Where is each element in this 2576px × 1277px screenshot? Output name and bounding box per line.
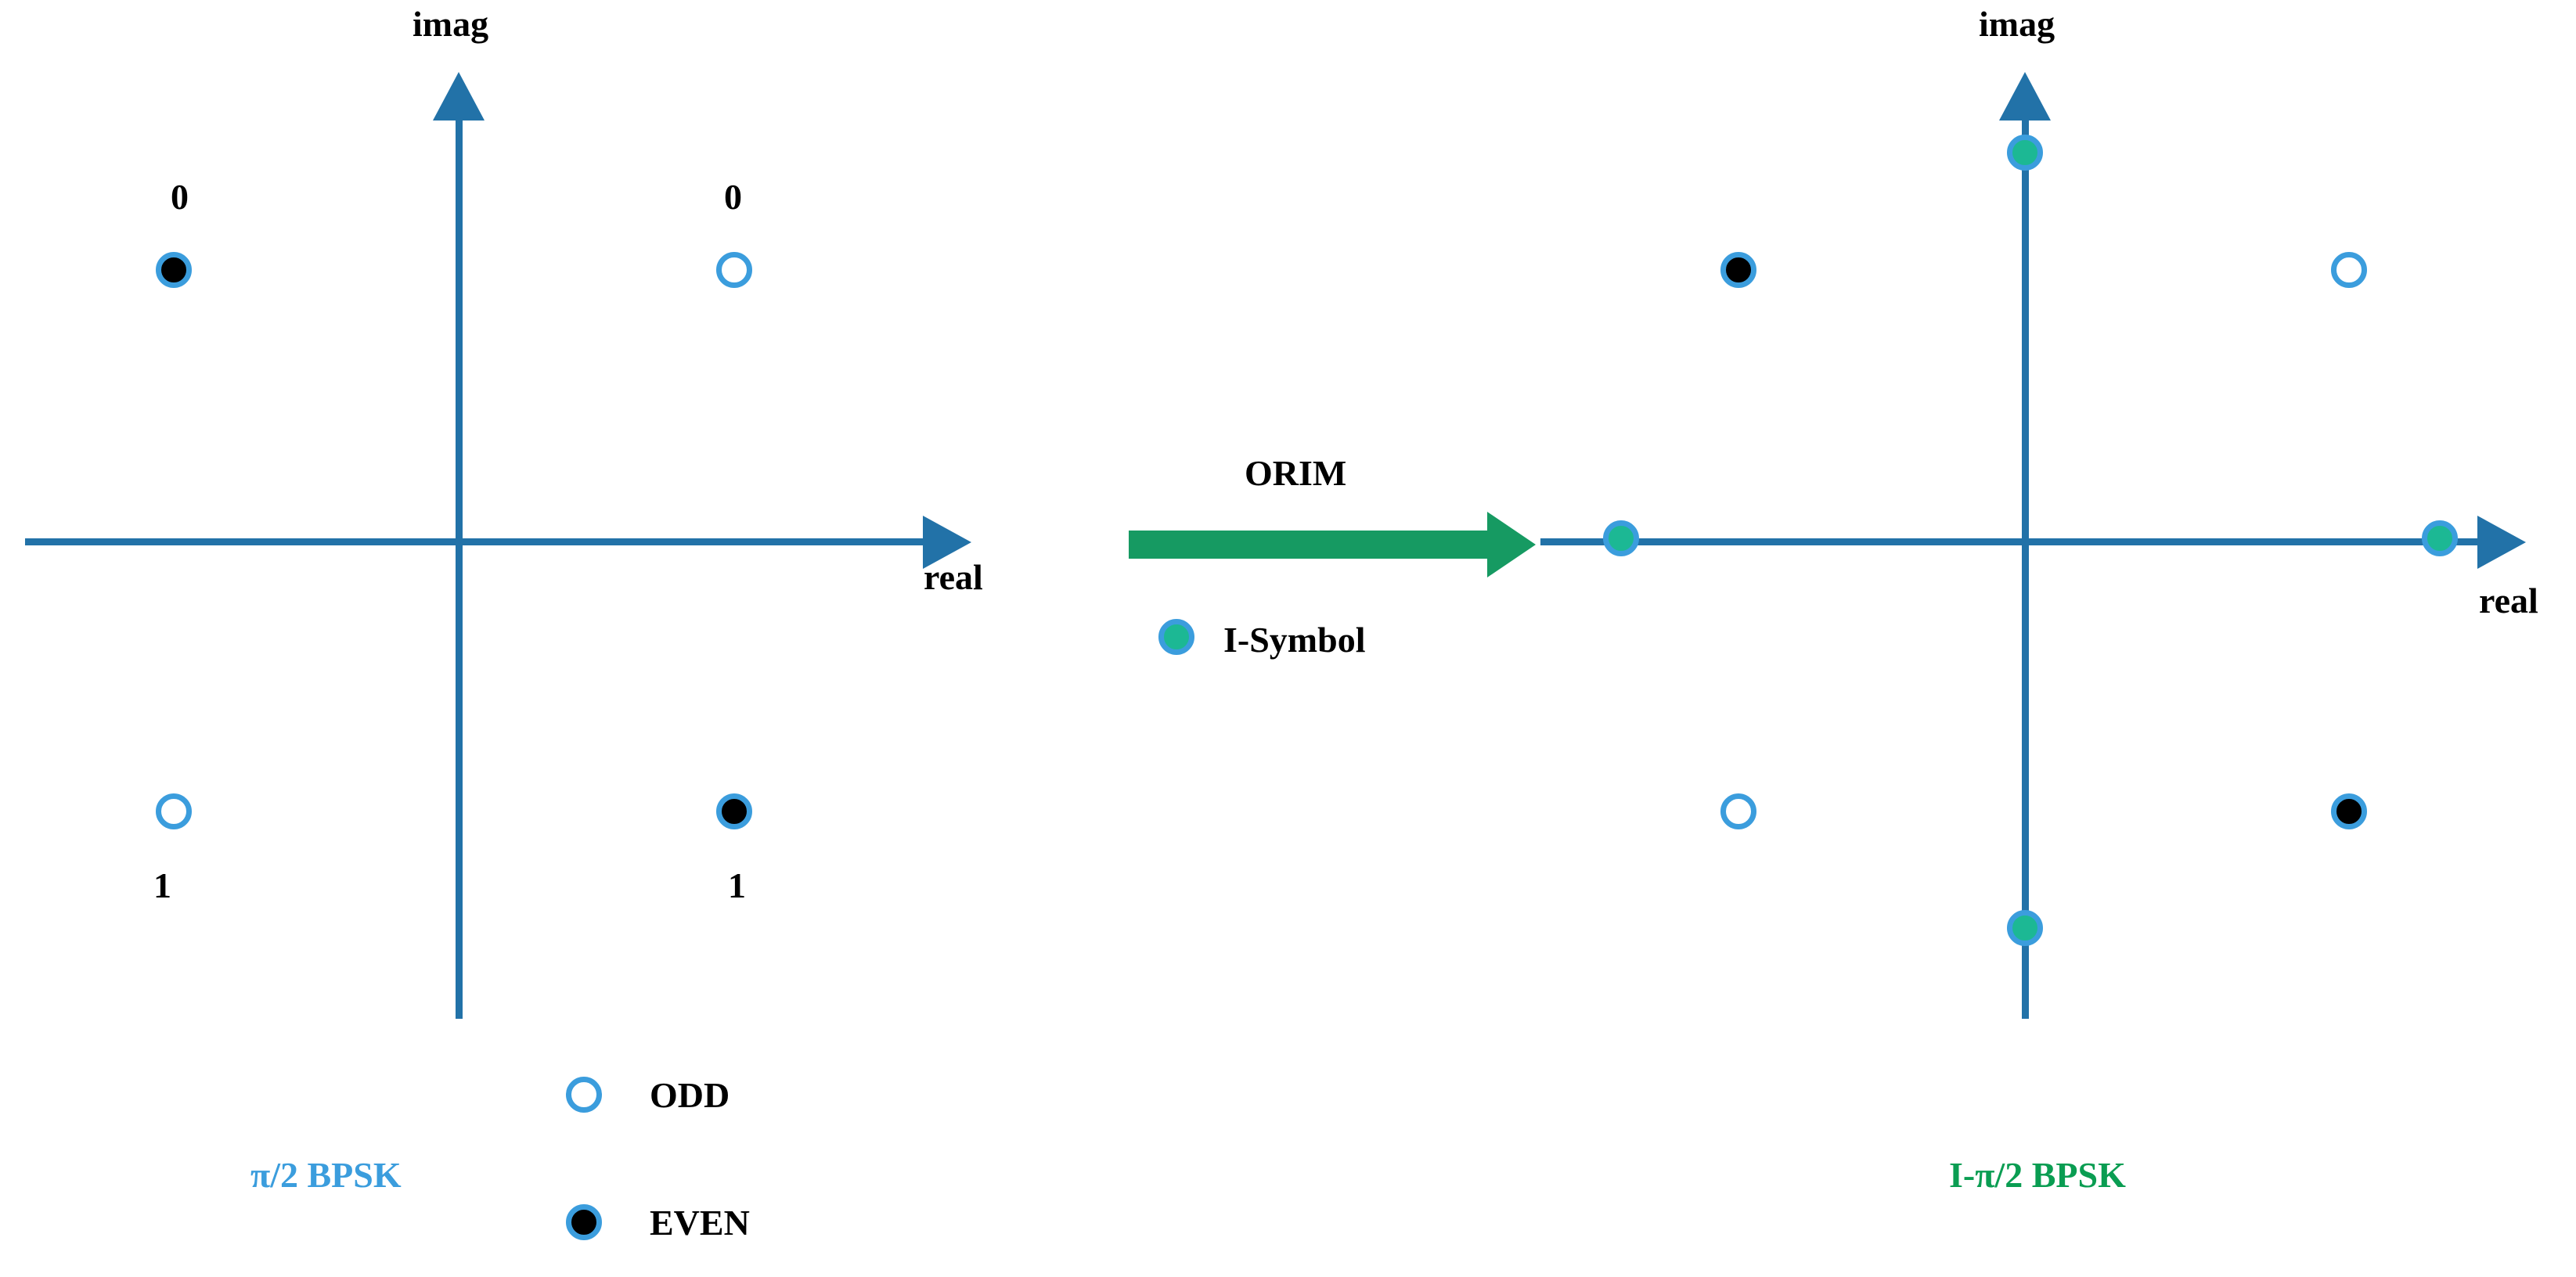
left-imag-axis-arrowhead — [433, 72, 485, 121]
left-real-axis-line — [25, 538, 937, 545]
orim-label: ORIM — [1245, 453, 1347, 493]
left-point-odd-lower-left — [156, 793, 192, 829]
right-point-isymbol-real-negative — [1603, 520, 1639, 556]
isymbol-legend-label: I-Symbol — [1223, 620, 1366, 660]
right-point-isymbol-real-positive — [2422, 520, 2458, 556]
legend-label-even: EVEN — [650, 1203, 750, 1243]
left-real-axis-arrowhead — [923, 516, 971, 569]
left-point-odd-upper-right — [716, 252, 752, 288]
left-bit-label-upper-right: 0 — [724, 177, 742, 217]
right-point-odd-upper-right — [2331, 252, 2367, 288]
orim-arrow-head-icon — [1487, 512, 1536, 577]
right-imag-axis-arrowhead — [1999, 72, 2051, 121]
right-real-axis-line — [1540, 538, 2491, 545]
left-imag-axis-label: imag — [413, 4, 489, 44]
right-real-axis-arrowhead — [2477, 516, 2526, 569]
left-point-even-lower-right — [716, 793, 752, 829]
right-point-odd-lower-left — [1720, 793, 1756, 829]
left-bit-label-upper-left: 0 — [171, 177, 189, 217]
right-panel-caption: I-π/2 BPSK — [1949, 1155, 2126, 1195]
right-point-even-upper-left — [1720, 252, 1756, 288]
left-bit-label-lower-right: 1 — [728, 865, 746, 905]
right-real-axis-label: real — [2479, 581, 2538, 621]
left-real-axis-label: real — [924, 557, 983, 597]
right-point-isymbol-imag-positive — [2007, 135, 2043, 171]
left-point-even-upper-left — [156, 252, 192, 288]
left-panel-caption: π/2 BPSK — [250, 1155, 402, 1195]
legend-marker-even — [566, 1204, 602, 1240]
isymbol-legend-marker — [1158, 619, 1194, 655]
left-bit-label-lower-left: 1 — [153, 865, 171, 905]
right-imag-axis-line — [2022, 119, 2029, 1019]
right-point-isymbol-imag-negative — [2007, 910, 2043, 946]
right-point-even-lower-right — [2331, 793, 2367, 829]
legend-marker-odd — [566, 1077, 602, 1113]
legend-label-odd: ODD — [650, 1075, 730, 1115]
right-imag-axis-label: imag — [1979, 4, 2055, 44]
orim-arrow-shaft — [1129, 531, 1489, 559]
left-imag-axis-line — [456, 119, 463, 1019]
